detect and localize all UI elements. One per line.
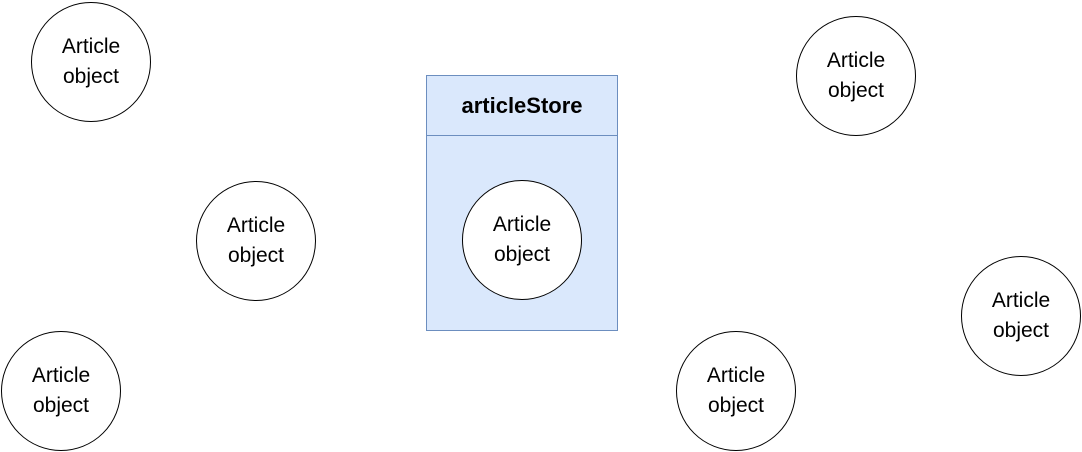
article-object-label: Article object — [226, 214, 286, 267]
article-store-title: articleStore — [461, 92, 583, 118]
article-object-label: Article object — [826, 49, 886, 102]
article-store-container: articleStore Article object — [426, 75, 618, 331]
article-object-label: Article object — [991, 289, 1051, 342]
article-object-label: Article object — [31, 364, 91, 417]
article-object-label: Article object — [706, 364, 766, 417]
article-object-node: Article object — [676, 331, 796, 451]
stored-article-object-node: Article object — [462, 180, 582, 300]
article-object-label: Article object — [61, 35, 121, 88]
article-object-node: Article object — [961, 256, 1081, 376]
article-object-node: Article object — [196, 181, 316, 301]
article-object-node: Article object — [1, 331, 121, 451]
article-object-node: Article object — [796, 16, 916, 136]
article-object-node: Article object — [31, 2, 151, 122]
article-store-header: articleStore — [427, 76, 617, 136]
article-object-label: Article object — [492, 213, 552, 266]
article-store-body: Article object — [427, 136, 617, 330]
